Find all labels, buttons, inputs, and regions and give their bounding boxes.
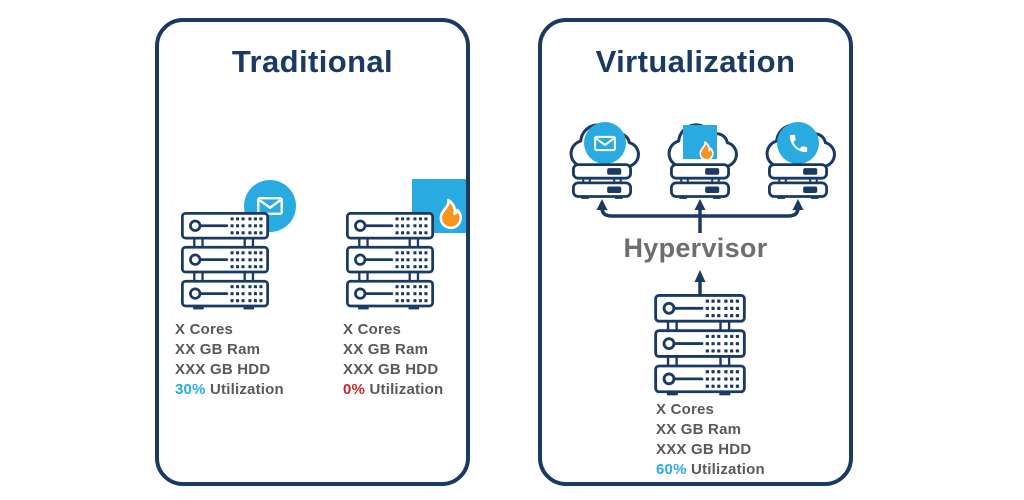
utilization-label: Utilization [210,381,284,398]
spec-cores: X Cores [175,321,234,338]
utilization-label: Utilization [691,461,765,478]
virtualization-panel: Virtualization Hypervisor X Cores XX GB … [538,18,853,486]
traditional-title: Traditional [231,44,394,79]
spec-ram: XX GB Ram [343,341,429,358]
utilization-value: 30% [175,381,206,398]
hypervisor-label: Hypervisor [623,233,768,263]
flame-icon [699,141,714,161]
virtual-server-rack-icon [670,163,730,199]
host-server-specs: X Cores XX GB Ram XXX GB HDD 60% Utiliza… [656,400,765,480]
server-rack-icon [346,212,434,311]
spec-hdd: XXX GB HDD [175,361,271,378]
phone-handset-icon [789,134,807,152]
spec-utilization: 30% Utilization [175,380,284,400]
virtualization-title: Virtualization [595,44,796,79]
flame-icon [439,198,462,230]
email-icon [584,122,626,164]
server-rack-icon [181,212,269,311]
utilization-value: 0% [343,381,366,398]
virtual-server-rack-icon [572,163,632,199]
spec-utilization: 60% Utilization [656,460,765,480]
spec-cores: X Cores [343,321,402,338]
spec-hdd: XXX GB HDD [656,441,752,458]
envelope-icon [594,135,616,151]
server-specs: X Cores XX GB Ram XXX GB HDD 30% Utiliza… [175,320,284,400]
spec-cores: X Cores [656,401,715,418]
server-specs: X Cores XX GB Ram XXX GB HDD 0% Utilizat… [343,320,443,400]
spec-hdd: XXX GB HDD [343,361,439,378]
utilization-label: Utilization [369,381,444,398]
spec-ram: XX GB Ram [175,341,261,358]
spec-utilization: 0% Utilization [343,380,443,400]
virtual-server-rack-icon [768,163,828,199]
spec-ram: XX GB Ram [656,421,742,438]
utilization-value: 60% [656,461,687,478]
host-server-rack-icon [654,294,746,397]
traditional-panel: Traditional X Cores XX GB Ram XXX GB HDD… [155,18,470,486]
phone-icon [777,122,819,164]
